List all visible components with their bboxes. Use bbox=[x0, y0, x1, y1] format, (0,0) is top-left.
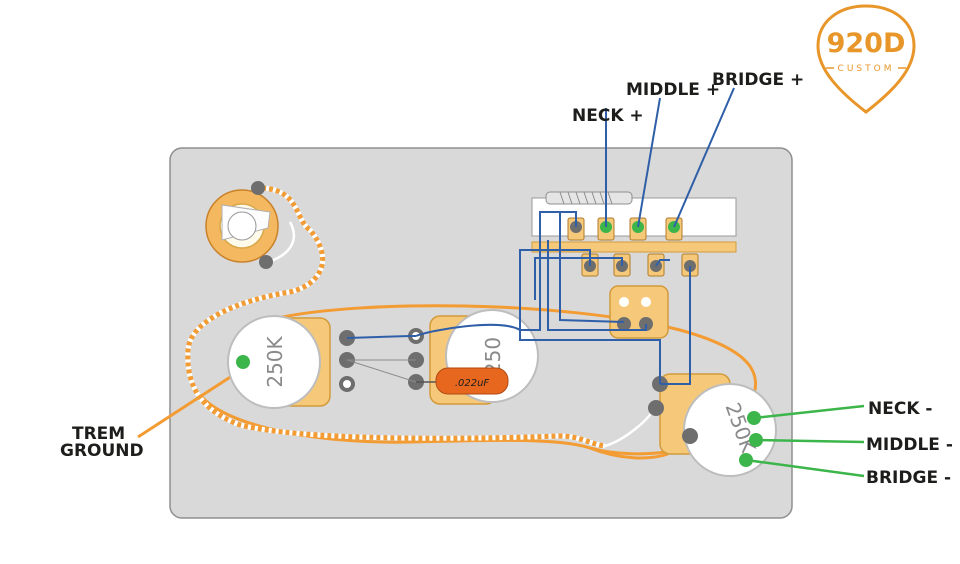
trem-ground-point bbox=[236, 355, 250, 369]
twisted-wire bbox=[185, 185, 606, 449]
volume-pot: 250K bbox=[227, 315, 355, 409]
label-middle-minus: MIDDLE - bbox=[866, 435, 953, 455]
capacitor-label: .022uF bbox=[455, 378, 490, 389]
jack-lug-sleeve bbox=[259, 255, 273, 269]
logo-brand: 920D bbox=[827, 28, 906, 59]
label-bridge-minus: BRIDGE - bbox=[866, 468, 951, 488]
label-middle-plus: MIDDLE + bbox=[626, 80, 720, 100]
logo: 920D CUSTOM bbox=[816, 4, 916, 114]
output-jack bbox=[205, 181, 279, 269]
blue-wires bbox=[346, 87, 735, 385]
tone-pot-2: 250K bbox=[648, 373, 777, 477]
label-trem: TREM bbox=[72, 424, 125, 444]
label-neck-minus: NECK - bbox=[868, 399, 932, 419]
logo-sub: CUSTOM bbox=[838, 64, 895, 74]
label-bridge-plus: BRIDGE + bbox=[712, 70, 804, 90]
capacitor: .022uF bbox=[416, 367, 509, 395]
label-neck-plus: NECK + bbox=[572, 106, 644, 126]
trem-ground-wire bbox=[137, 370, 239, 439]
volume-pot-label: 250K bbox=[263, 335, 287, 387]
pickup-selector-switch bbox=[531, 191, 737, 277]
pickup-ground-leads bbox=[745, 404, 865, 478]
jack-lug-tip bbox=[251, 181, 265, 195]
label-ground: GROUND bbox=[60, 441, 144, 461]
